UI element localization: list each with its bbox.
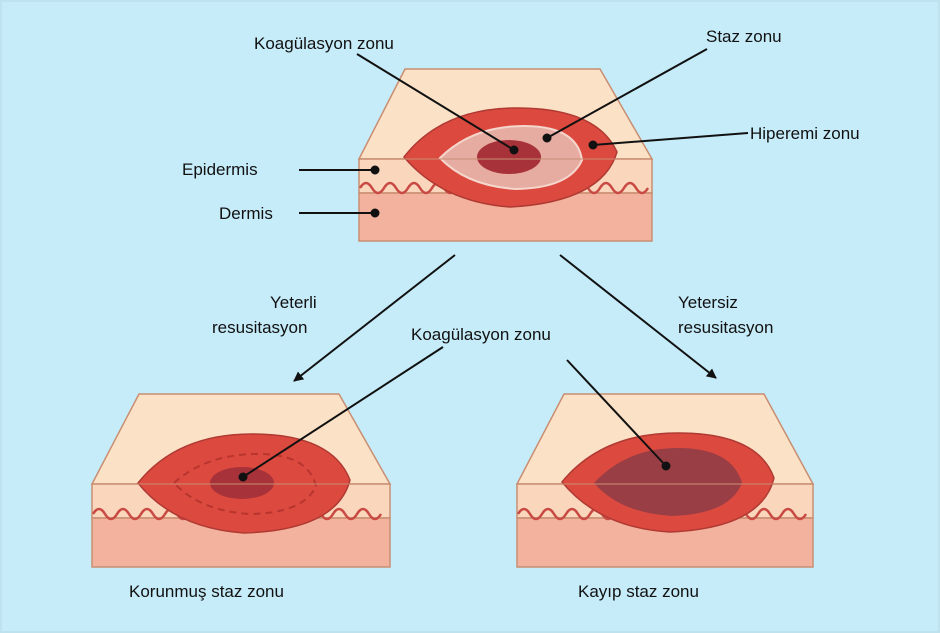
top-coagulation-zone xyxy=(477,140,541,174)
label-inadequate-line1: Yetersiz xyxy=(678,293,738,312)
bottom-right-skin-block xyxy=(517,394,813,567)
label-adequate-line2: resusitasyon xyxy=(212,318,307,337)
caption-lost-stasis: Kayıp staz zonu xyxy=(578,582,699,601)
label-top-coagulation: Koagülasyon zonu xyxy=(254,34,394,53)
top-skin-block xyxy=(359,69,652,241)
caption-preserved-stasis: Korunmuş staz zonu xyxy=(129,582,284,601)
label-inadequate-line2: resusitasyon xyxy=(678,318,773,337)
bl-coagulation-dot xyxy=(240,474,247,481)
label-dermis: Dermis xyxy=(219,204,273,223)
outcome-arrows xyxy=(294,255,716,381)
label-top-hyperemia: Hiperemi zonu xyxy=(750,124,860,143)
label-adequate-line1: Yeterli xyxy=(270,293,317,312)
dermis-dot xyxy=(372,210,379,217)
adequate-arrow xyxy=(294,255,455,381)
br-coagulation-dot xyxy=(663,463,670,470)
epidermis-dot xyxy=(372,167,379,174)
hyperemia-dot xyxy=(590,142,597,149)
stasis-dot xyxy=(544,135,551,142)
inadequate-arrow xyxy=(560,255,716,378)
label-top-stasis: Staz zonu xyxy=(706,27,782,46)
bl-coagulation-zone xyxy=(210,467,274,499)
label-epidermis: Epidermis xyxy=(182,160,258,179)
coagulation-dot xyxy=(511,147,518,154)
label-mid-coagulation: Koagülasyon zonu xyxy=(411,325,551,344)
